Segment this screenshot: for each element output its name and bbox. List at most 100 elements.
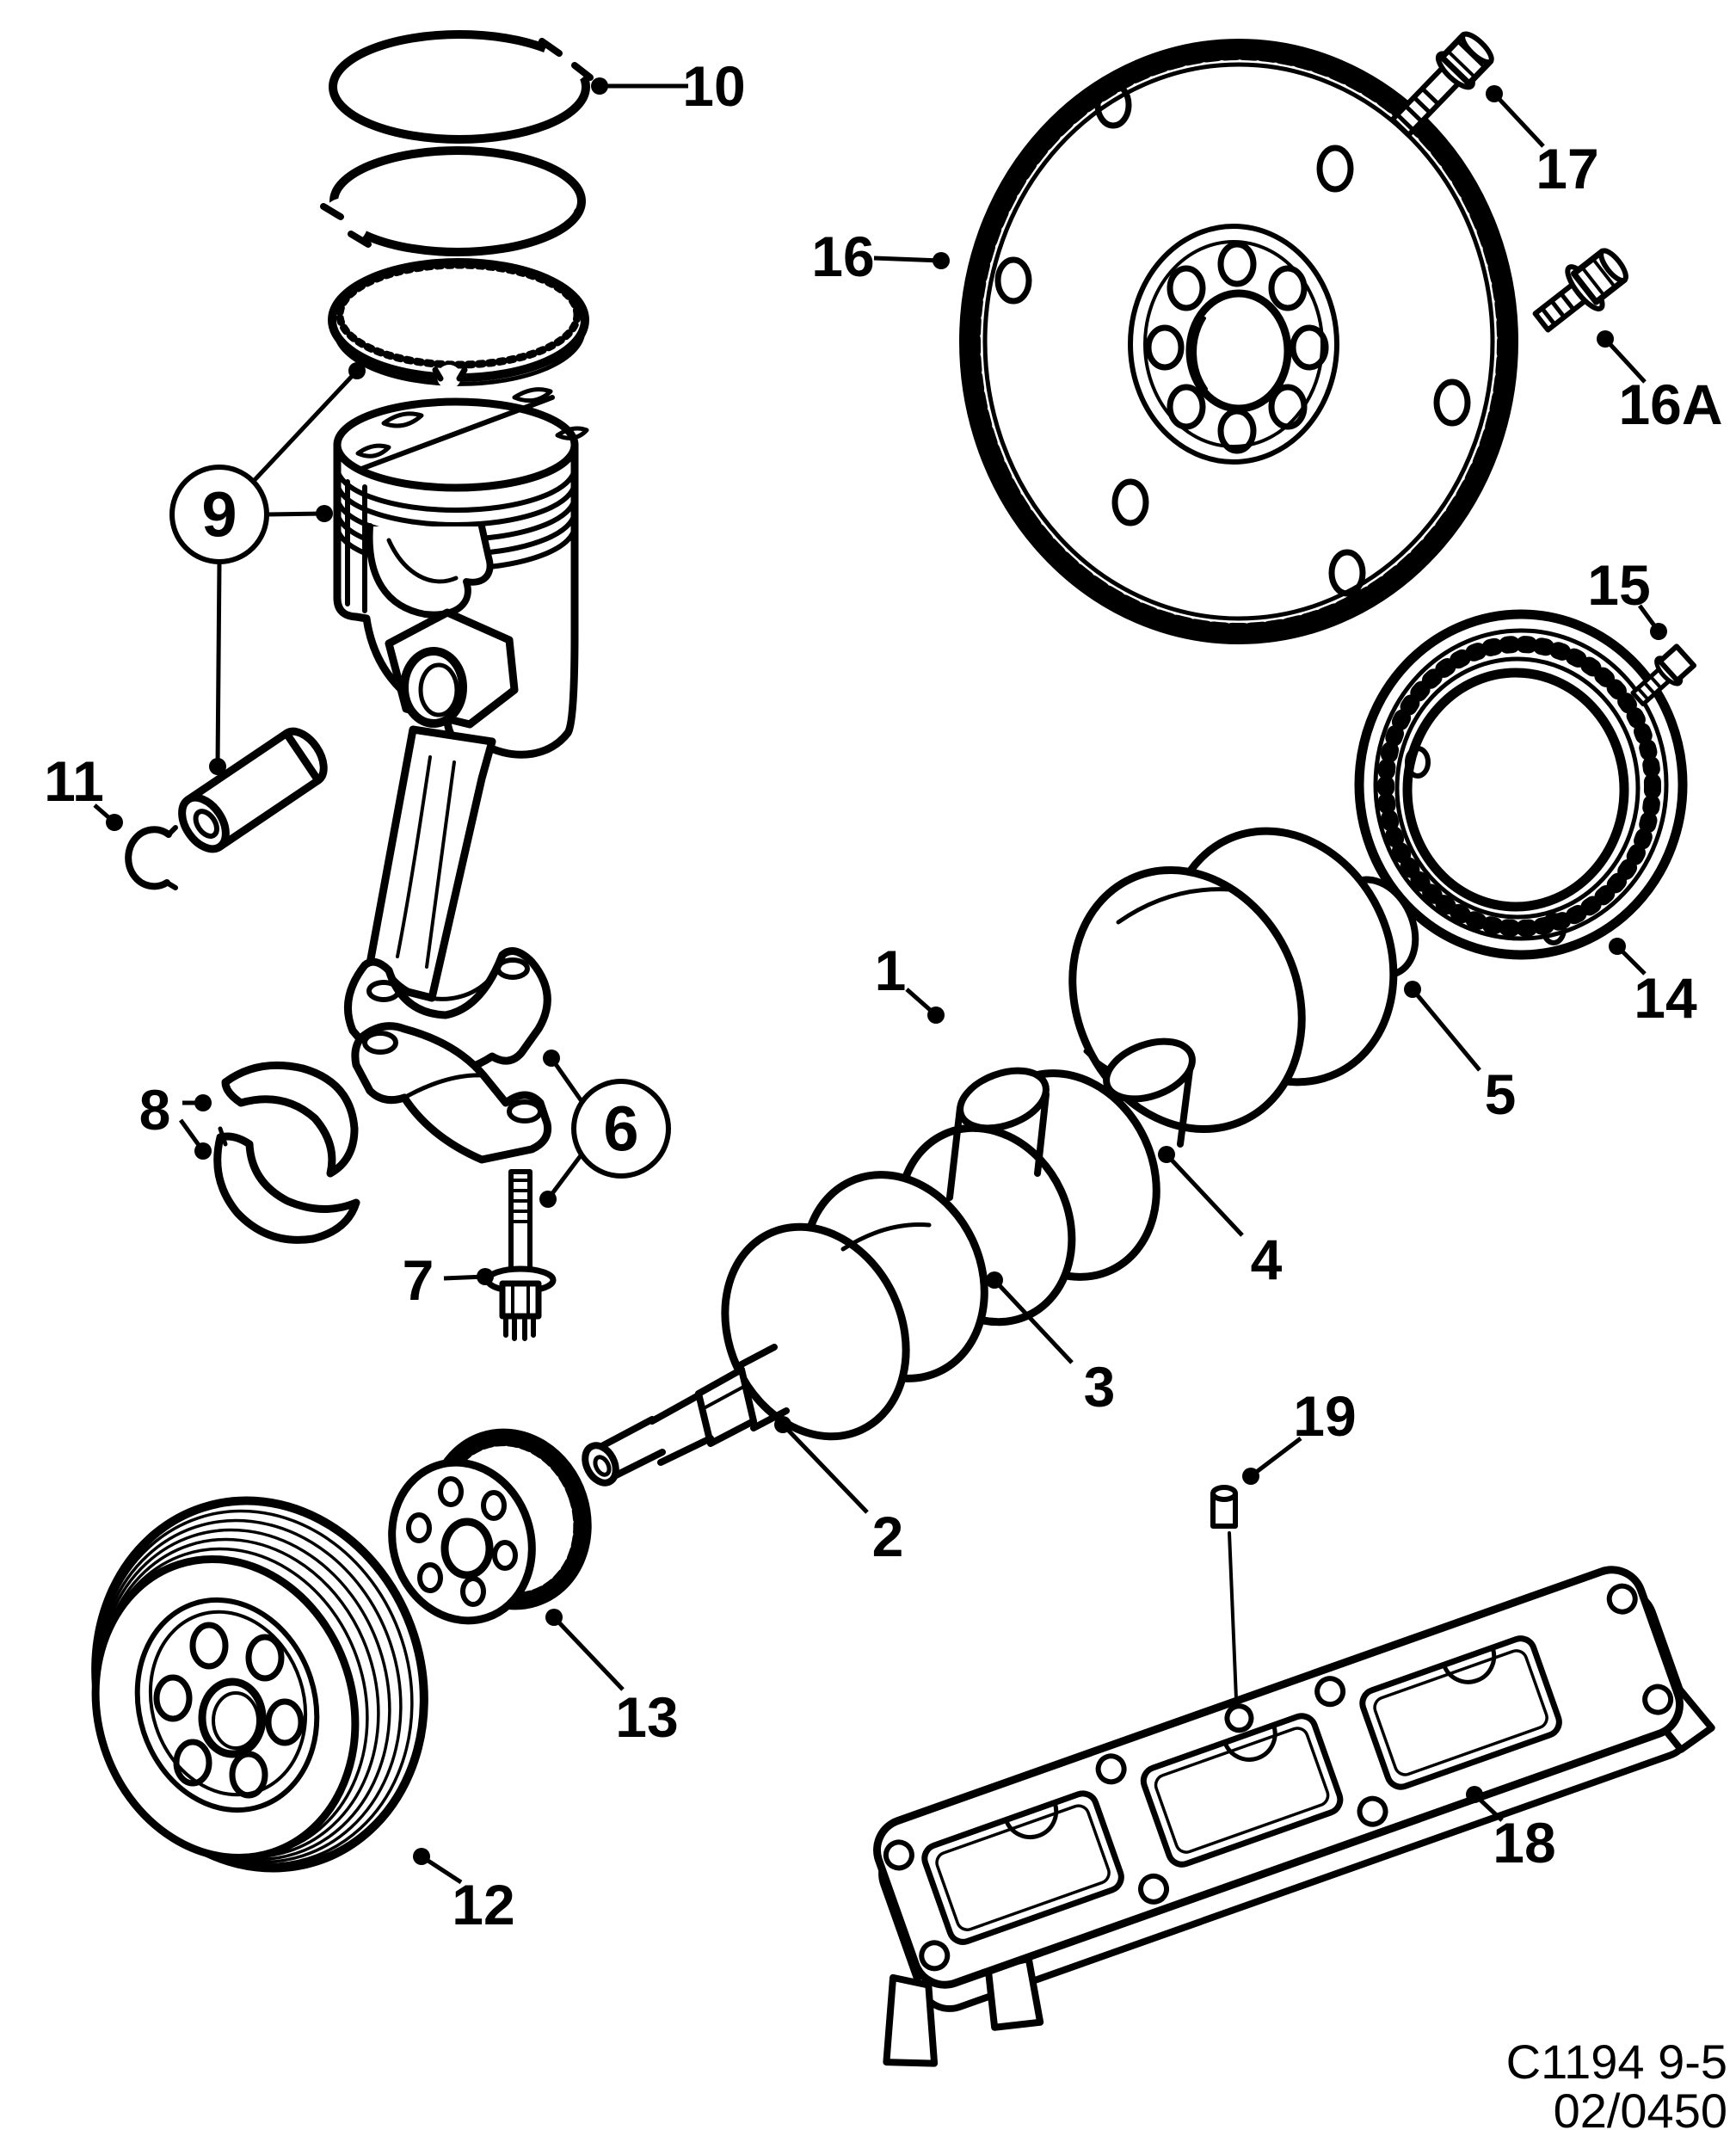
leader-dot <box>1158 1146 1175 1163</box>
compression-ring-2 <box>320 146 586 256</box>
callout-10: 10 <box>591 54 746 118</box>
leader-dot <box>1404 981 1421 998</box>
bearing-cap <box>351 1022 552 1164</box>
leader-line <box>993 1278 1074 1364</box>
bearing-shells <box>213 1061 360 1244</box>
callout-number: 6 <box>603 1093 638 1165</box>
reluctor-ring <box>1354 609 1688 960</box>
callout-16: 16 <box>811 225 950 288</box>
wrist-pin <box>178 727 328 853</box>
leader-dot <box>1609 938 1626 955</box>
callout-number: 19 <box>1293 1384 1356 1448</box>
crank-sprocket <box>388 1428 592 1625</box>
leader-line <box>215 562 222 767</box>
leader-dot <box>927 1007 945 1024</box>
callout-number: 12 <box>452 1873 514 1936</box>
leader-dot <box>348 362 366 379</box>
callout-number: 2 <box>872 1505 904 1568</box>
drawing-code: C1194 9-5 <box>1506 2035 1727 2089</box>
pilot-bolt <box>1532 248 1628 333</box>
callout-number: 7 <box>403 1248 434 1312</box>
leader-dot <box>591 77 608 95</box>
leader-dot <box>209 758 226 775</box>
callout-number: 3 <box>1084 1355 1116 1419</box>
crankpin-1 <box>946 1067 1050 1201</box>
crank-nose <box>582 1344 790 1487</box>
callout-5: 5 <box>1404 981 1516 1126</box>
callout-18: 18 <box>1466 1786 1556 1875</box>
leader-line <box>549 1056 584 1103</box>
bearing-bridge <box>873 1566 1715 2067</box>
callout-number: 11 <box>44 749 104 813</box>
callout-8: 8 <box>139 1078 212 1160</box>
leader-dot <box>1486 85 1503 102</box>
leader-line <box>1411 988 1481 1072</box>
leader-line <box>1493 92 1545 148</box>
leader-dot <box>539 1191 557 1208</box>
callout-14: 14 <box>1609 938 1697 1030</box>
snap-ring <box>125 825 178 890</box>
callout-17: 17 <box>1486 85 1599 200</box>
callout-number: 13 <box>615 1685 678 1749</box>
revision-code: 02/0450 <box>1554 2084 1727 2130</box>
leader-line <box>1165 1153 1244 1237</box>
leader-dot <box>1650 623 1667 640</box>
leader-line <box>1604 337 1647 384</box>
leader-dot <box>933 252 950 269</box>
oil-plug <box>1210 1485 1238 1701</box>
callout-3: 3 <box>986 1271 1115 1419</box>
piston-rings <box>320 30 594 389</box>
callout-number: 9 <box>201 479 237 551</box>
leader-line <box>1249 1437 1302 1478</box>
leader-line <box>552 1616 625 1691</box>
callout-13: 13 <box>545 1609 679 1749</box>
leader-dot <box>106 814 123 831</box>
callout-number: 14 <box>1634 966 1697 1030</box>
leader-dot <box>774 1416 791 1433</box>
callout-9: 9 <box>169 362 366 775</box>
callout-circle <box>169 465 269 564</box>
leader-dot <box>1597 330 1614 348</box>
leader-dot <box>413 1848 430 1865</box>
leader-line <box>546 1153 583 1201</box>
callout-number: 4 <box>1251 1228 1283 1291</box>
callout-15: 15 <box>1587 553 1667 640</box>
leader-dot <box>1242 1468 1259 1485</box>
leader-line <box>251 369 359 483</box>
diagram-artwork <box>91 30 1715 2067</box>
compression-ring-1 <box>329 30 594 144</box>
callout-number: 5 <box>1485 1062 1517 1126</box>
flywheel-bolt-holes <box>1145 241 1329 454</box>
leader-dot <box>316 505 333 522</box>
flywheel-web-holes <box>994 81 1471 597</box>
callout-number: 16 <box>811 225 874 288</box>
flywheel <box>959 39 1518 644</box>
crankshaft <box>582 827 1419 1487</box>
callout-1: 1 <box>875 939 945 1024</box>
crank-pulley <box>91 1496 428 1873</box>
leader-dot <box>477 1268 494 1285</box>
leader-line <box>873 255 942 263</box>
leader-dot <box>194 1094 212 1111</box>
callout-circle <box>571 1079 671 1179</box>
oil-ring <box>328 258 589 389</box>
rod-bolt <box>484 1169 557 1341</box>
callout-number: 1 <box>875 939 907 1002</box>
flywheel-bolt <box>1389 31 1494 139</box>
callout-number: 10 <box>682 54 745 118</box>
callout-number: 8 <box>139 1078 171 1142</box>
callout-number: 18 <box>1493 1811 1555 1875</box>
leader-dot <box>1466 1786 1483 1803</box>
leader-dot <box>986 1271 1003 1289</box>
leader-dot <box>545 1609 563 1626</box>
callout-2: 2 <box>774 1416 903 1568</box>
callout-16A: 16A <box>1597 330 1723 436</box>
leader-line <box>781 1423 869 1514</box>
callout-6: 6 <box>539 1050 671 1208</box>
callout-11: 11 <box>44 749 123 831</box>
leader-dot <box>543 1050 560 1067</box>
callout-number: 17 <box>1536 137 1598 200</box>
callout-19: 19 <box>1242 1384 1357 1485</box>
